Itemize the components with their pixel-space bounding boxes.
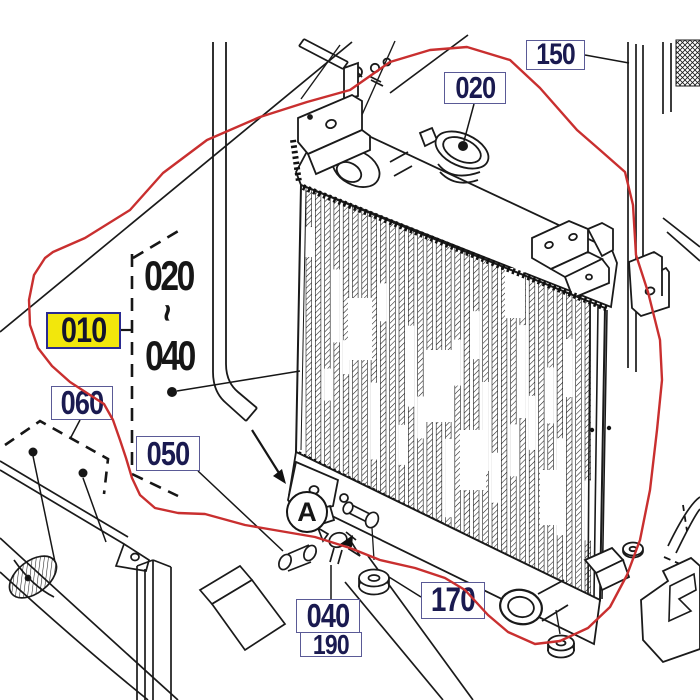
arrow-to-A [273,469,286,484]
callout-060[interactable]: 060 [51,384,113,421]
callout-050[interactable]: 050 [136,435,200,472]
detail-marker-A: A [286,491,328,533]
callout-010-highlighted[interactable]: 010 [46,311,121,350]
callout-170[interactable]: 170 [421,581,485,619]
range-tilde: ~ [147,303,186,320]
callout-150[interactable]: 150 [526,38,585,71]
hose-part [212,42,258,422]
drain-cock [316,526,361,565]
side-bracket [628,250,670,318]
callout-190[interactable]: 190 [300,629,362,660]
range-label-bottom: 040 [145,332,196,379]
callout-020[interactable]: 020 [444,70,506,105]
